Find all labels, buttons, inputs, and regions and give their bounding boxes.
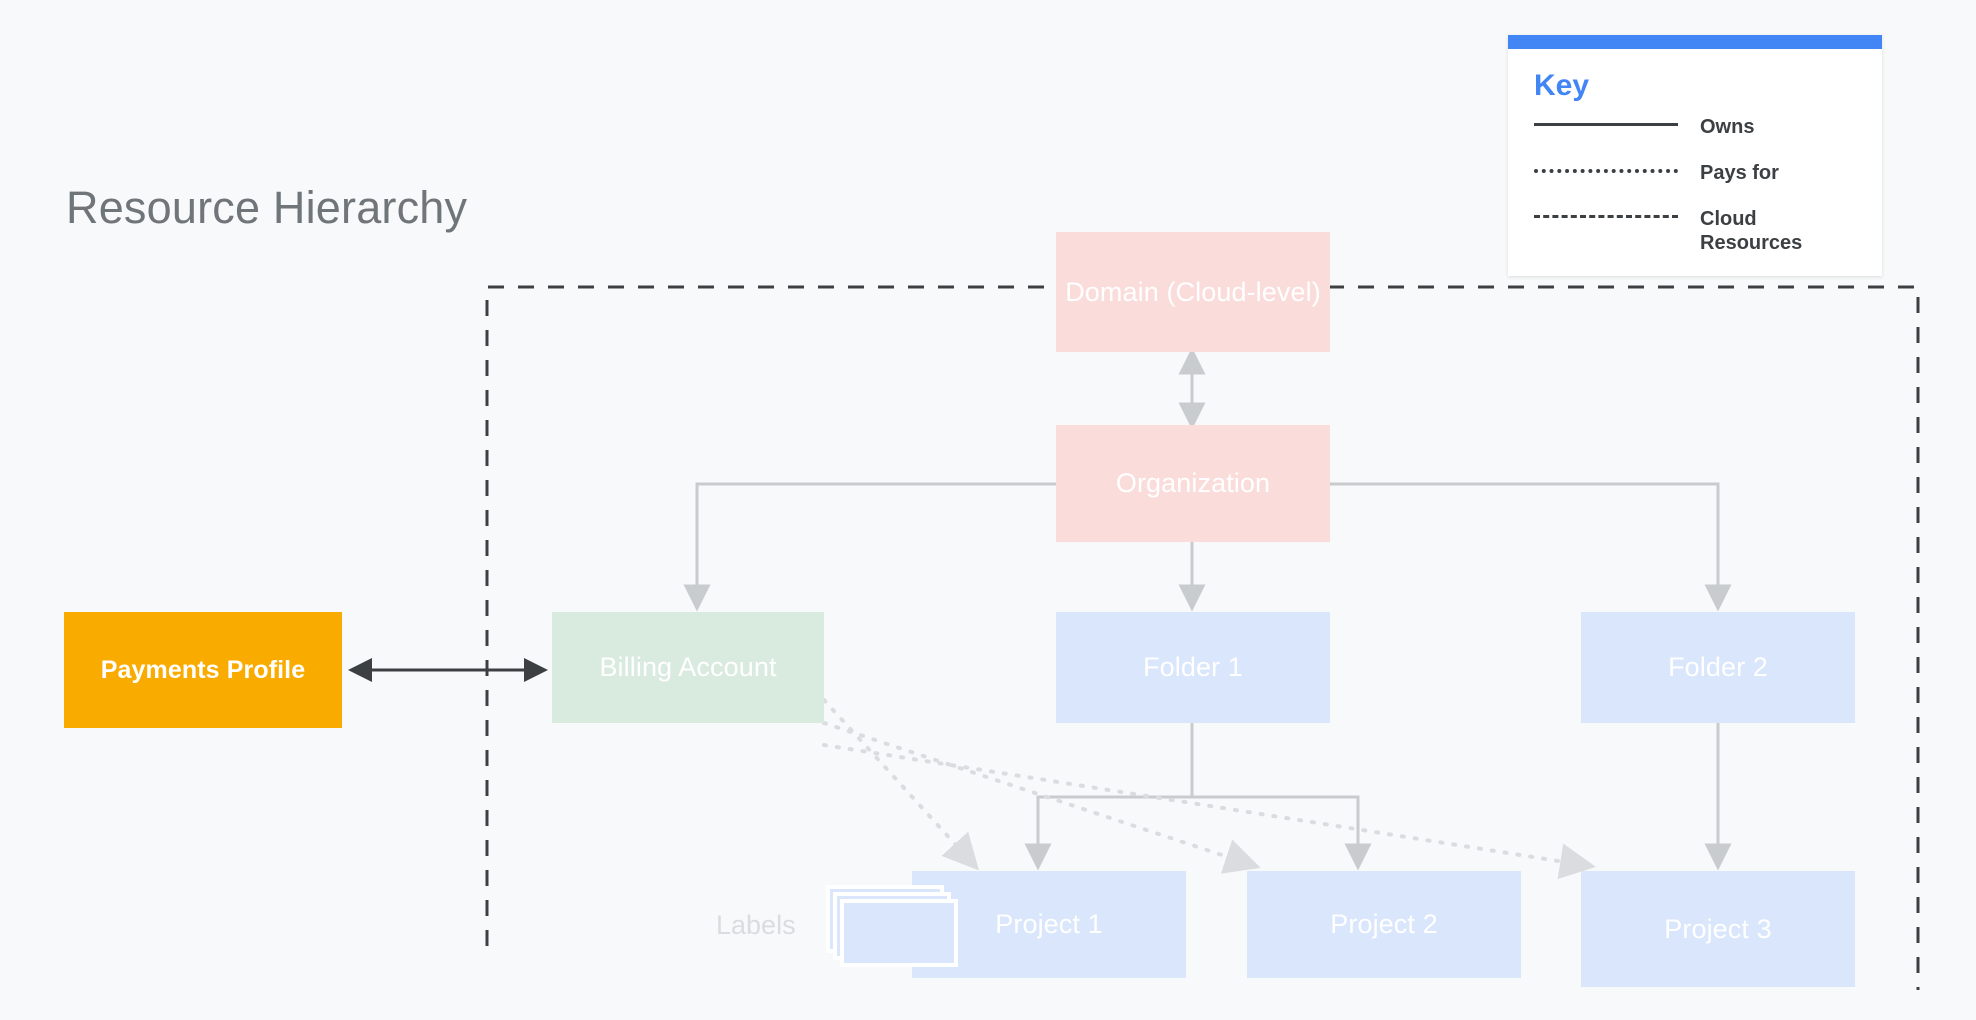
node-domain-label: Domain (Cloud-level) <box>1065 276 1321 307</box>
edge-billing-pays-project3 <box>822 743 1596 880</box>
edge-billing-pays-project2 <box>822 721 1261 874</box>
node-project-2[interactable]: Project 2 <box>1247 871 1521 978</box>
key-label-cloud-resources: Cloud Resources <box>1700 208 1803 255</box>
node-payments-profile-label: Payments Profile <box>100 656 306 684</box>
dotted-line-icon <box>1534 161 1678 179</box>
edge-billing-pays-project1 <box>822 698 980 871</box>
node-folder-1-label: Folder 1 <box>1143 652 1243 683</box>
node-project-2-label: Project 2 <box>1330 909 1438 940</box>
node-domain[interactable]: Domain (Cloud-level) <box>1056 232 1330 352</box>
node-organization[interactable]: Organization <box>1056 425 1330 542</box>
node-billing-account[interactable]: Billing Account <box>552 612 824 723</box>
key-accent-bar <box>1508 35 1882 49</box>
key-panel: Key Owns Pays for Cloud Resources <box>1508 35 1882 276</box>
dashed-line-icon <box>1534 207 1678 225</box>
node-organization-label: Organization <box>1115 468 1271 499</box>
node-project-3[interactable]: Project 3 <box>1581 871 1855 987</box>
node-folder-2[interactable]: Folder 2 <box>1581 612 1855 723</box>
page-title: Resource Hierarchy <box>66 182 468 233</box>
labels-card-front <box>840 899 958 967</box>
edge-folder1-project1 <box>1024 723 1194 871</box>
key-row-cloud-resources: Cloud Resources <box>1534 207 1856 256</box>
labels-caption: Labels <box>716 910 796 940</box>
node-project-3-label: Project 3 <box>1664 913 1772 944</box>
node-folder-2-label: Folder 2 <box>1668 652 1768 683</box>
edge-folder1-project2 <box>1190 723 1372 871</box>
key-row-owns: Owns <box>1534 115 1856 149</box>
node-project-1-label: Project 1 <box>995 909 1103 940</box>
node-payments-profile[interactable]: Payments Profile <box>64 612 342 728</box>
key-label-pays-for: Pays for <box>1700 162 1779 184</box>
key-title: Key <box>1534 69 1590 102</box>
node-folder-1[interactable]: Folder 1 <box>1056 612 1330 723</box>
key-label-owns: Owns <box>1700 116 1755 138</box>
solid-line-icon <box>1534 115 1678 133</box>
key-body: Key Owns Pays for Cloud Resources <box>1508 49 1882 276</box>
key-row-pays-for: Pays for <box>1534 161 1856 195</box>
node-billing-account-label: Billing Account <box>599 652 777 683</box>
labels-stack-icon <box>826 885 958 967</box>
